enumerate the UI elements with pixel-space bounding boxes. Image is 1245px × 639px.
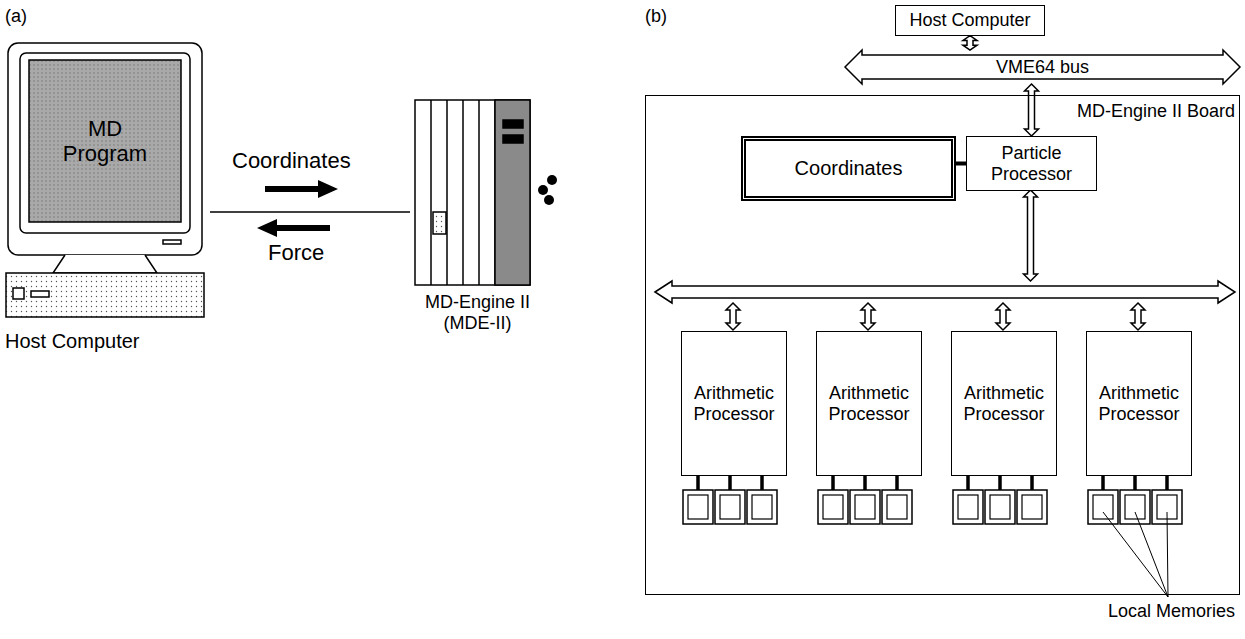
memory-chip-inner <box>855 495 875 519</box>
memory-chip <box>683 490 713 524</box>
memory-chip <box>985 490 1015 524</box>
memory-chip-inner <box>990 495 1010 519</box>
coordinates-memory: Coordinates <box>741 136 956 201</box>
node-text: Host Computer <box>905 10 1034 31</box>
memory-chip <box>715 490 745 524</box>
bus-link <box>996 303 1010 330</box>
memory-wire <box>1030 475 1034 490</box>
bus-links <box>726 190 1145 330</box>
memory-chip-inner <box>823 495 843 519</box>
node-text: Arithmetic Processor <box>817 383 921 424</box>
node-text: Particle Processor <box>967 143 1096 184</box>
leader-line <box>1103 512 1168 597</box>
leader-line <box>1167 512 1168 597</box>
host-computer-illustration: MD ProgramHost Computer <box>5 40 210 365</box>
panel-letter: (b) <box>645 6 667 27</box>
memory-chip <box>1120 490 1150 524</box>
connector <box>956 162 966 166</box>
memory-chip-inner <box>1125 495 1145 519</box>
memory-chip <box>1088 490 1118 524</box>
memory-chip-inner <box>887 495 907 519</box>
panel-letter: (a) <box>5 6 27 27</box>
memory-chip-inner <box>958 495 978 519</box>
arithmetic-processor: Arithmetic Processor <box>681 331 787 476</box>
node-text: MD-Engine II (MDE-II) <box>415 292 540 333</box>
memory-wire <box>895 475 899 490</box>
node-text: Arithmetic Processor <box>1087 383 1191 424</box>
bus-link <box>861 303 875 330</box>
memory-chip <box>747 490 777 524</box>
node-text: MD-Engine II Board <box>1077 101 1235 122</box>
connector <box>210 211 410 213</box>
signal-label: Coordinates <box>232 148 351 173</box>
memory-wire <box>1165 475 1169 490</box>
memory-chip-inner <box>1093 495 1113 519</box>
arithmetic-processor: Arithmetic Processor <box>816 331 922 476</box>
node-text: Arithmetic Processor <box>682 383 786 424</box>
node-text: VME64 bus <box>992 57 1093 78</box>
memory-wire <box>966 475 970 490</box>
memory-wire <box>998 475 1002 490</box>
memory-wire <box>696 475 700 490</box>
md-engine-rack: MD-Engine II (MDE-II) <box>410 100 570 345</box>
memory-wire <box>1133 475 1137 490</box>
memory-wire <box>1101 475 1105 490</box>
memory-chip <box>1017 490 1047 524</box>
arithmetic-processor: Arithmetic Processor <box>1086 331 1192 476</box>
node-text: Arithmetic Processor <box>952 383 1056 424</box>
arithmetic-processor: Arithmetic Processor <box>951 331 1057 476</box>
leader-lines <box>1103 512 1168 597</box>
bus-band <box>845 50 1240 84</box>
board-box: MD-Engine II BoardCoordinates Particle Pr… <box>645 95 1240 595</box>
memory-wire <box>728 475 732 490</box>
callout-label: Local Memories <box>1108 601 1235 622</box>
node-text: Host Computer <box>5 330 140 353</box>
rack-drawing <box>415 100 557 285</box>
internal-bus <box>655 281 1235 303</box>
connector <box>1025 84 1039 136</box>
connector <box>963 36 977 50</box>
memory-wire <box>760 475 764 490</box>
signal-label: Force <box>268 240 324 265</box>
memory-chip-inner <box>1022 495 1042 519</box>
bus-link <box>1131 303 1145 330</box>
memory-chip-inner <box>688 495 708 519</box>
bus-link <box>726 303 740 330</box>
memory-chip <box>850 490 880 524</box>
memory-wire <box>863 475 867 490</box>
memory-chip <box>953 490 983 524</box>
node-text: Coordinates <box>791 157 907 180</box>
memory-chip-inner <box>720 495 740 519</box>
force-arrow <box>257 219 330 237</box>
memory-chip <box>882 490 912 524</box>
coordinates-arrow <box>265 180 338 198</box>
memory-chip <box>818 490 848 524</box>
particle-processor: Particle Processor <box>966 136 1097 191</box>
computer-shape <box>5 40 210 365</box>
leader-line <box>1135 512 1168 597</box>
vme-bus: VME64 bus <box>845 50 1240 84</box>
memory-wire <box>831 475 835 490</box>
bus-link <box>1024 190 1038 281</box>
host-computer-box: Host Computer <box>895 5 1045 36</box>
computer-drawing <box>6 43 204 317</box>
node-text: MD Program <box>29 60 181 222</box>
memory-chip-inner <box>752 495 772 519</box>
